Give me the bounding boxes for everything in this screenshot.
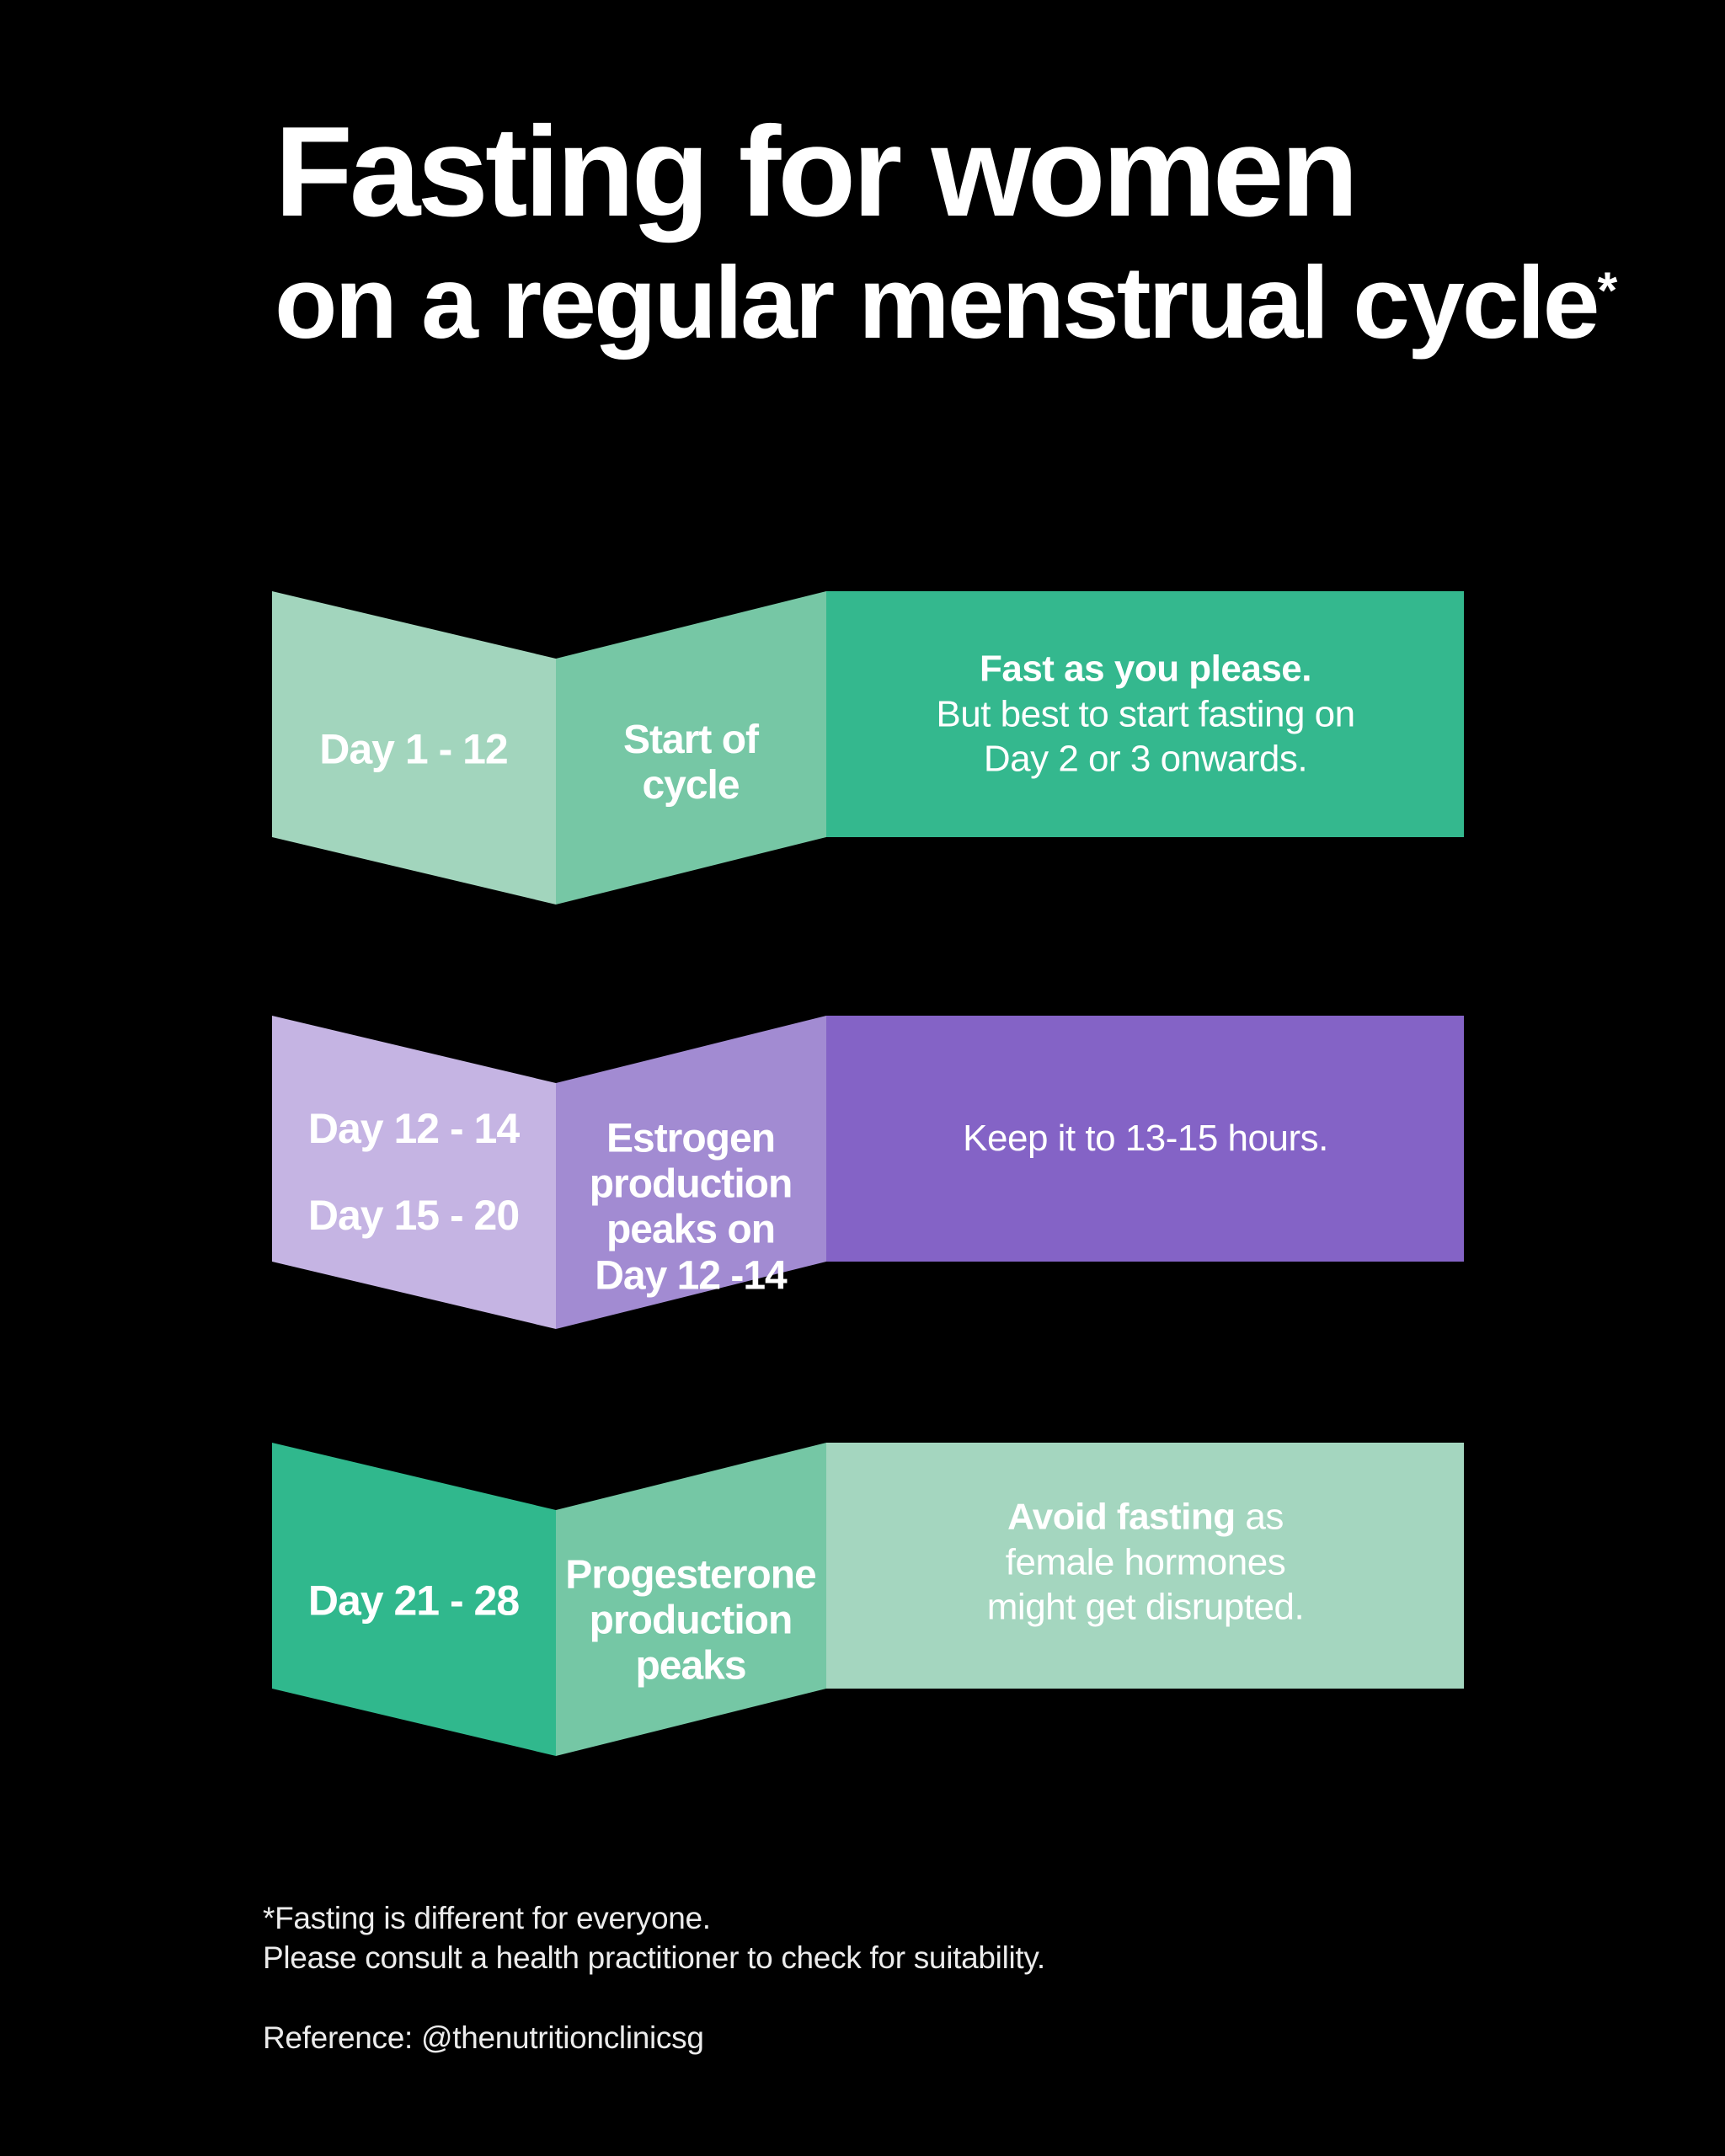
- ribbon-row-estrogen-peak: Day 12 - 14 Day 15 - 20 Estrogen product…: [272, 1016, 1464, 1329]
- phase-line: Start of: [623, 717, 759, 762]
- page-subtitle-text: on a regular menstrual cycle: [275, 245, 1599, 360]
- page-title: Fasting for women: [275, 100, 1359, 243]
- ribbon-panel-middle: [556, 1443, 826, 1756]
- ribbon-panel-right: [826, 1443, 1464, 1689]
- advice-bold: Fast as you please.: [979, 648, 1312, 690]
- advice-bold: Avoid fasting: [1007, 1496, 1236, 1538]
- footnote-line: Please consult a health practitioner to …: [263, 1940, 1045, 1976]
- ribbon-panel-right: [826, 1016, 1464, 1262]
- footnote: *Fasting is different for everyone. Plea…: [263, 1898, 1045, 1978]
- advice-text: Avoid fasting as female hormones might g…: [986, 1494, 1305, 1630]
- advice-rest: as: [1235, 1496, 1284, 1538]
- phase-line: Day 12 -14: [595, 1253, 787, 1299]
- advice-line: Keep it to 13-15 hours.: [963, 1116, 1328, 1161]
- ribbon-panel-middle: [556, 1016, 826, 1329]
- advice-line: Fast as you please.: [936, 646, 1354, 691]
- ribbon-shape-cycle-start: [272, 591, 1464, 905]
- phase-line: production: [589, 1598, 793, 1643]
- advice-line: But best to start fasting on: [936, 693, 1355, 735]
- page-subtitle: on a regular menstrual cycle*: [275, 251, 1617, 354]
- ribbon-panel-middle: [556, 591, 826, 905]
- ribbon-shape-progesterone-peak: [272, 1443, 1464, 1756]
- day-range-label: Day 12 - 14: [307, 1105, 520, 1152]
- ribbon-panel-right: [826, 591, 1464, 837]
- phase-label: Start of cycle: [623, 717, 759, 808]
- advice-line: Day 2 or 3 onwards.: [983, 738, 1308, 780]
- phase-line: cycle: [642, 763, 740, 808]
- phase-line: peaks on: [606, 1208, 776, 1252]
- day-range-group: Day 12 - 14 Day 15 - 20: [307, 1105, 520, 1239]
- ribbon-panel-left: [272, 591, 556, 905]
- ribbon-shape-estrogen-peak: [272, 1016, 1464, 1329]
- phase-line: Estrogen: [606, 1116, 776, 1161]
- advice-text: Fast as you please. But best to start fa…: [936, 646, 1355, 782]
- reference: Reference: @thenutritionclinicsg: [263, 2020, 704, 2055]
- advice-line: Avoid fasting as: [987, 1494, 1304, 1540]
- day-range-label: Day 15 - 20: [307, 1192, 520, 1239]
- phase-line: production: [589, 1161, 793, 1207]
- ribbon-row-progesterone-peak: Day 21 - 28 Progesterone production peak…: [272, 1443, 1464, 1756]
- phase-label: Progesterone production peaks: [565, 1552, 816, 1690]
- ribbon-panel-left: [272, 1016, 556, 1329]
- advice-line: might get disrupted.: [986, 1586, 1305, 1628]
- phase-line: peaks: [635, 1644, 746, 1689]
- advice-text: Keep it to 13-15 hours.: [963, 1116, 1328, 1161]
- advice-line: female hormones: [1005, 1541, 1286, 1583]
- ribbon-panel-left: [272, 1443, 556, 1756]
- footnote-line: *Fasting is different for everyone.: [263, 1901, 711, 1935]
- phase-label: Estrogen production peaks on Day 12 -14: [590, 1117, 793, 1299]
- day-range-label: Day 21 - 28: [307, 1577, 520, 1625]
- advice-rest: Keep it to 13-15 hours.: [963, 1118, 1328, 1160]
- phase-line: Progesterone: [565, 1552, 816, 1598]
- day-range-label: Day 1 - 12: [319, 725, 508, 773]
- footnote-marker: *: [1597, 261, 1618, 319]
- ribbon-row-cycle-start: Day 1 - 12 Start of cycle Fast as you pl…: [272, 591, 1464, 905]
